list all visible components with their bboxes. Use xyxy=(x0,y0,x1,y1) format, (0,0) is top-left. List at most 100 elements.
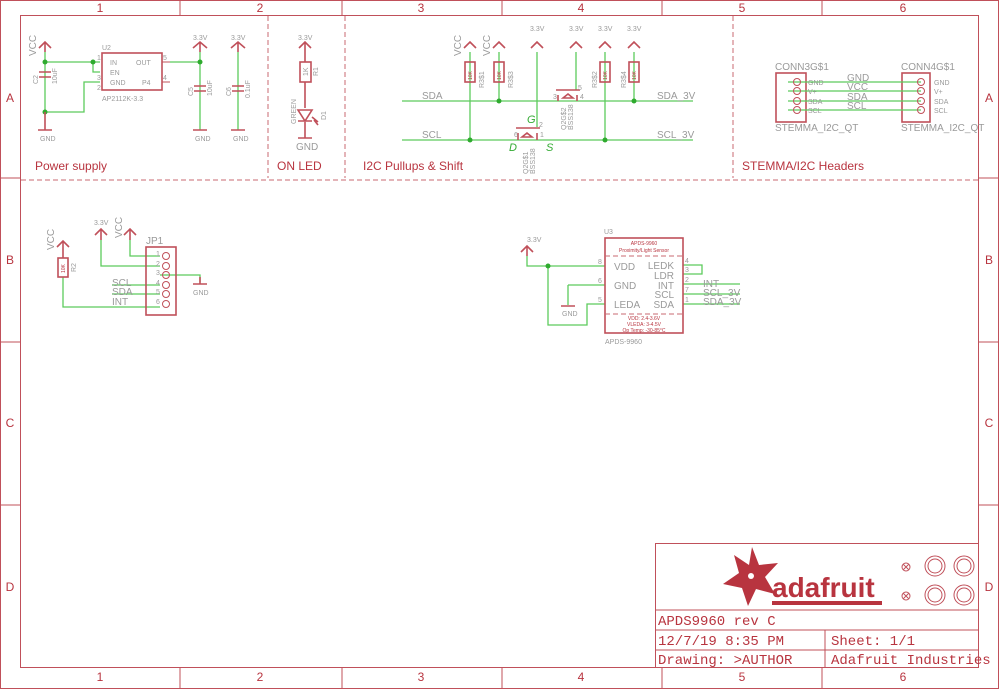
row-label: B xyxy=(985,253,993,267)
pin-label: SDA xyxy=(653,300,674,311)
pin-number: 4 xyxy=(685,258,689,265)
pin-number: 1 xyxy=(685,297,689,304)
pin-number: 5 xyxy=(598,297,602,304)
pin-number: 3 xyxy=(156,270,160,277)
pin-number: 2 xyxy=(539,122,543,129)
supply-label: 3.3V xyxy=(94,220,109,227)
sheet-number: Sheet: 1/1 xyxy=(831,634,915,650)
mosfet-part: BSS138 xyxy=(530,148,537,174)
board-name: APDS9960 rev C xyxy=(658,614,776,630)
col-label: 6 xyxy=(900,1,907,15)
pin-label: GND xyxy=(808,80,824,87)
c5-label: C5 xyxy=(188,87,195,96)
pin-label: INT xyxy=(658,281,674,292)
source-label: S xyxy=(546,142,554,154)
col-label: 5 xyxy=(739,670,746,684)
mosfet-part: BSS138 xyxy=(568,104,575,130)
vcc-label: VCC xyxy=(28,35,39,56)
section-title-stemma: STEMMA/I2C Headers xyxy=(742,159,864,173)
u2-regulator[interactable] xyxy=(101,52,163,91)
section-title-power: Power supply xyxy=(35,159,107,173)
resistor-value: 10K xyxy=(497,70,503,80)
resistor-label: R3$3 xyxy=(508,71,515,88)
row-label: C xyxy=(6,416,15,430)
pin-label: SCL xyxy=(934,108,948,115)
date: 12/7/19 8:35 PM xyxy=(658,634,784,650)
vcc-label: VCC xyxy=(46,229,57,250)
col-label: 2 xyxy=(257,1,264,15)
net-label-int: INT xyxy=(112,297,128,308)
pin-number: 3 xyxy=(553,94,557,101)
resistor-value: 10K xyxy=(603,70,609,80)
u3-part: APDS-9960 xyxy=(605,339,642,346)
net-label-sda-3v: SDA_3V xyxy=(703,297,742,308)
pin-label: V+ xyxy=(934,89,943,96)
u3-title: APDS-9960 xyxy=(631,241,658,247)
row-label: A xyxy=(6,91,14,105)
net-label-scl-3v: SCL_3V xyxy=(657,130,695,141)
net-label-scl: SCL xyxy=(422,130,442,141)
row-label: C xyxy=(985,416,994,430)
gnd-label: GND xyxy=(195,136,211,143)
pin-number: 4 xyxy=(163,75,167,82)
section-title-led: ON LED xyxy=(277,159,322,173)
connector-label: CONN3G$1 xyxy=(775,62,829,73)
col-label: 2 xyxy=(257,670,264,684)
pin-number: 3 xyxy=(685,267,689,274)
net-label: SCL xyxy=(847,101,867,112)
gnd-label: GND xyxy=(562,311,578,318)
on-led-circuit[interactable]: 3.3V R1 1K GREEN D1 GND xyxy=(291,35,328,153)
u2-part: AP2112K-3.3 xyxy=(102,96,143,103)
pin-label: EN xyxy=(110,70,120,77)
u2-label: U2 xyxy=(102,45,111,52)
pin-number: 2 xyxy=(97,85,101,92)
connector-label: CONN4G$1 xyxy=(901,62,955,73)
row-label: B xyxy=(6,253,14,267)
net-label: GND xyxy=(847,73,869,84)
pin-number: 4 xyxy=(156,280,160,287)
stemma-headers[interactable]: CONN3G$1 CONN4G$1 GND V+ SDA SCL GND V+ … xyxy=(775,62,984,134)
resistor-value: 10K xyxy=(632,70,638,80)
col-label: 3 xyxy=(418,1,425,15)
pin-number: 6 xyxy=(598,278,602,285)
pin-label: LDR xyxy=(654,271,674,282)
pin-label: IN xyxy=(110,60,117,67)
pin-label: VDD xyxy=(614,262,635,273)
u3-note: VLEDA: 3-4.5V xyxy=(627,322,662,328)
pin-number: 8 xyxy=(598,259,602,266)
resistor-label: R3$2 xyxy=(592,71,599,88)
vcc-label: VCC xyxy=(482,35,493,56)
vcc-label: VCC xyxy=(453,35,464,56)
c2-label: C2 xyxy=(33,75,40,84)
logo-text: adafruit xyxy=(772,572,875,603)
pin-number: 5 xyxy=(156,289,160,296)
net-label-int: INT xyxy=(703,279,719,290)
mosfet-label: Q2G$2 xyxy=(561,107,568,130)
supply-label: 3.3V xyxy=(193,35,208,42)
title-block: adafruit APDS9960 rev C 12/7/19 8:35 PM … xyxy=(655,543,991,669)
pin-label: SCL xyxy=(655,290,675,301)
c6-value: 0.1uF xyxy=(245,80,252,98)
power-supply-circuit[interactable]: VCC C2 10uF C5 10uF C6 0.1uF U2 IN EN GN… xyxy=(28,35,252,143)
gnd-label: GND xyxy=(233,136,249,143)
i2c-pullups-shift[interactable]: VCC VCC 3.3V 3.3V 3.3V 3.3V R3$1 R3$3 R3… xyxy=(402,26,696,174)
supply-label: 3.3V xyxy=(627,26,642,33)
supply-label: 3.3V xyxy=(231,35,246,42)
col-label: 5 xyxy=(739,1,746,15)
mosfet-label: Q2G$1 xyxy=(523,151,530,174)
company-name: Adafruit Industries xyxy=(831,653,991,669)
pin-number: 3 xyxy=(97,75,101,82)
jp1-label: JP1 xyxy=(146,236,164,247)
pin-number: 7 xyxy=(685,287,689,294)
resistor-value: 1K xyxy=(303,67,310,76)
connector-part: STEMMA_I2C_QT xyxy=(901,123,984,134)
jp1-header[interactable]: VCC 3.3V VCC R2 10K JP1 1 2 3 4 5 6 SCL … xyxy=(46,217,209,316)
c6-label: C6 xyxy=(226,87,233,96)
pin-number: 5 xyxy=(578,85,582,92)
pin-label: OUT xyxy=(136,60,152,67)
supply-label: 3.3V xyxy=(598,26,613,33)
u3-apds9960[interactable]: 3.3V U3 APDS-9960 Proximity/Light Sensor… xyxy=(520,229,742,346)
supply-label: 3.3V xyxy=(569,26,584,33)
connector-part: STEMMA_I2C_QT xyxy=(775,123,858,134)
